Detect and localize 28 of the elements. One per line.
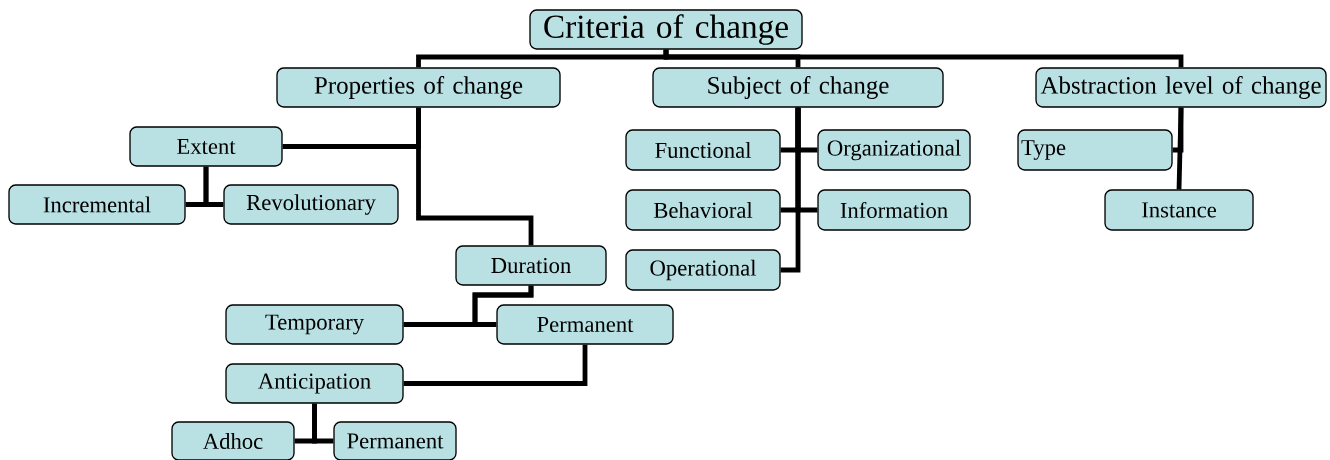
category-box: Incremental	[8, 184, 186, 225]
category-box: Abstraction level of change	[1035, 67, 1327, 108]
connector-line	[312, 403, 334, 444]
category-box: Instance	[1104, 189, 1254, 231]
category-box: Behavioral	[625, 189, 781, 231]
connector-line	[403, 344, 588, 386]
category-box: Properties of change	[276, 67, 561, 108]
connector-line	[1176, 107, 1184, 190]
connector-line	[472, 285, 534, 327]
category-box: Extent	[129, 126, 283, 167]
category-box: Temporary	[225, 304, 404, 345]
connector-line	[203, 166, 224, 207]
category-box: Permanent	[496, 304, 674, 345]
category-box: Subject of change	[652, 67, 944, 108]
category-box: Anticipation	[225, 363, 404, 404]
category-box: Duration	[455, 245, 607, 286]
category-box: Permanent	[333, 421, 457, 460]
category-box: Criteria of change	[529, 9, 803, 50]
category-box: Type	[1017, 129, 1173, 171]
category-box: Functional	[625, 129, 781, 171]
category-box: Revolutionary	[223, 184, 399, 225]
connector-line	[780, 107, 801, 273]
category-box: Adhoc	[171, 421, 295, 460]
category-box: Operational	[625, 249, 781, 291]
connector-line	[663, 49, 1184, 68]
category-box: Organizational	[817, 129, 971, 171]
category-box: Information	[817, 189, 971, 231]
connector-line	[416, 107, 534, 246]
